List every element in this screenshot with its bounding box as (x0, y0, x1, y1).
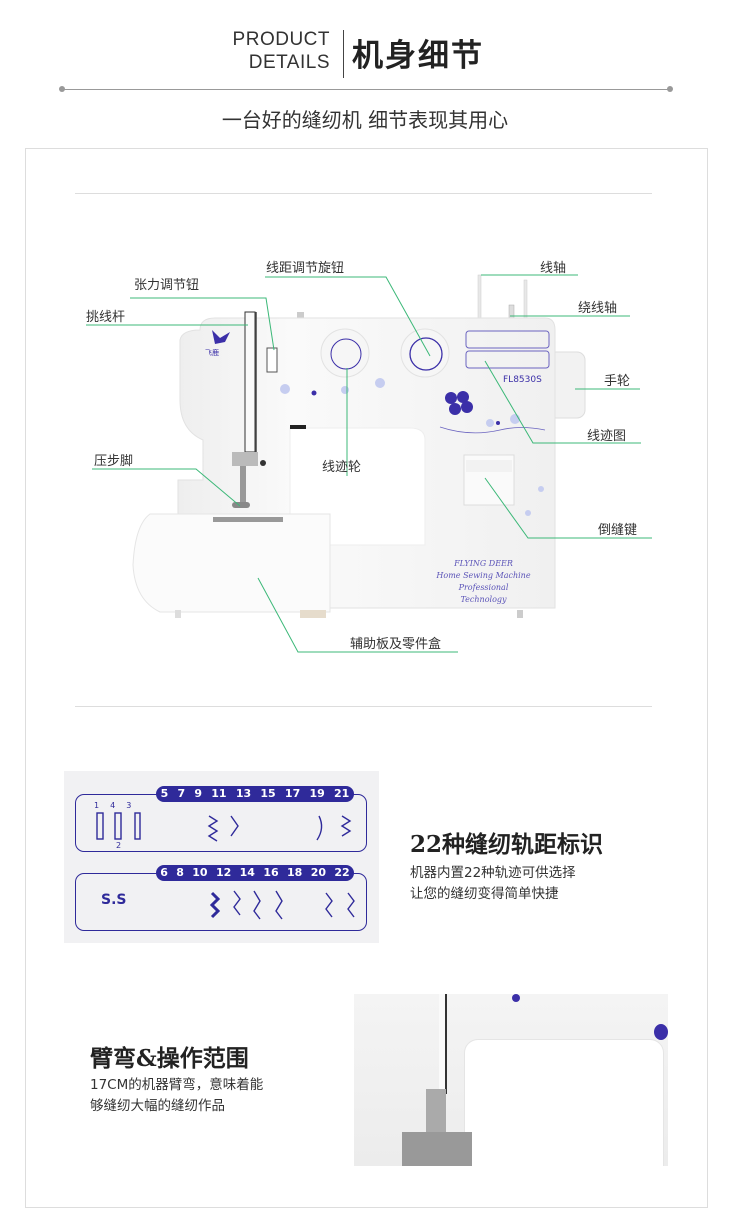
label-reverse-button: 倒缝键 (598, 523, 638, 538)
title-en-line2: DETAILS (248, 52, 330, 73)
straight-stitch-label: S.S (101, 892, 127, 908)
print-line: FLYING DEER (454, 559, 513, 568)
stitch-number: 13 (235, 787, 252, 800)
arm-closeup-image (354, 994, 668, 1166)
rule-dot (667, 86, 673, 92)
stitch-number: 21 (334, 787, 350, 800)
flower-icon (654, 1024, 668, 1040)
stitch-patterns (96, 812, 355, 920)
divider (75, 706, 652, 707)
needle-plate (402, 1132, 472, 1166)
label-accessory-box: 辅助板及零件盒 (350, 637, 442, 652)
header-rule (62, 89, 670, 90)
stitch-number: 11 (211, 787, 227, 800)
header-title-cn: 机身细节 (352, 38, 484, 74)
stitch-number: 20 (310, 866, 326, 879)
label-tension-knob: 张力调节钮 (134, 278, 200, 293)
stitch-number: 3 (126, 801, 132, 810)
stitch-number: 10 (192, 866, 208, 879)
arm-opening (464, 1039, 664, 1166)
stitch-number: 12 (215, 866, 232, 879)
stitch-number: 4 (110, 801, 116, 810)
divider (75, 193, 652, 194)
label-presser-foot: 压步脚 (94, 454, 134, 469)
label-stitch-length-knob: 线距调节旋钮 (266, 261, 345, 276)
title-en-line1: PRODUCT (232, 29, 330, 50)
text-line: 让您的缝纫变得简单快捷 (410, 886, 559, 902)
text-line: 够缝纫大幅的缝纫作品 (90, 1098, 225, 1114)
stitch-number: 14 (239, 866, 255, 879)
text-line: 机器内置22种轨迹可供选择 (410, 865, 576, 881)
stitch-section-title: 22种缝纫轨距标识 (410, 831, 604, 858)
label-take-up-lever: 挑线杆 (86, 310, 126, 325)
print-line: Home Sewing Machine (436, 571, 531, 580)
brand-mark: 飞鹿 (205, 349, 219, 357)
arm-section-title: 臂弯&操作范围 (90, 1045, 249, 1072)
presser-foot (426, 1089, 446, 1139)
stitch-number: 15 (260, 787, 276, 800)
label-spool-pin: 线轴 (540, 261, 567, 276)
stitch-number: 2 (116, 841, 122, 850)
subtitle: 一台好的缝纫机 细节表现其用心 (221, 108, 509, 132)
stitch-number: 17 (284, 787, 301, 800)
print-line: Professional Technology (458, 583, 509, 604)
machine-print: FLYING DEER Home Sewing Machine Professi… (436, 558, 531, 606)
header-divider (343, 30, 344, 78)
text-line: 17CM的机器臂弯，意味着能 (90, 1077, 264, 1093)
stitch-number: 22 (334, 866, 350, 879)
stitch-number: 6 (160, 866, 168, 879)
stitch-number: 8 (176, 866, 184, 879)
label-stitch-chart: 线迹图 (587, 429, 627, 444)
stitch-number: 1 (94, 801, 100, 810)
stitch-number: 18 (287, 866, 303, 879)
rule-dot (59, 86, 65, 92)
flower-icon (512, 994, 520, 1002)
stitch-number: 19 (309, 787, 325, 800)
label-bobbin-winder: 绕线轴 (578, 301, 618, 316)
stitch-number: 9 (194, 787, 203, 800)
model-number: FL8530S (503, 375, 542, 385)
stitch-number: 5 (160, 787, 169, 800)
sewing-machine-image (86, 274, 652, 653)
label-hand-wheel: 手轮 (604, 374, 631, 389)
arm-section-text: 17CM的机器臂弯，意味着能够缝纫大幅的缝纫作品 (90, 1075, 263, 1117)
label-stitch-wheel: 线迹轮 (322, 460, 362, 475)
stitch-left-labels: 1 4 3 (94, 801, 131, 810)
needle-bar (439, 994, 447, 1094)
stitch-number: 7 (177, 787, 186, 800)
stitch-number: 16 (263, 866, 279, 879)
stitch-section-text: 机器内置22种轨迹可供选择让您的缝纫变得简单快捷 (410, 863, 576, 905)
